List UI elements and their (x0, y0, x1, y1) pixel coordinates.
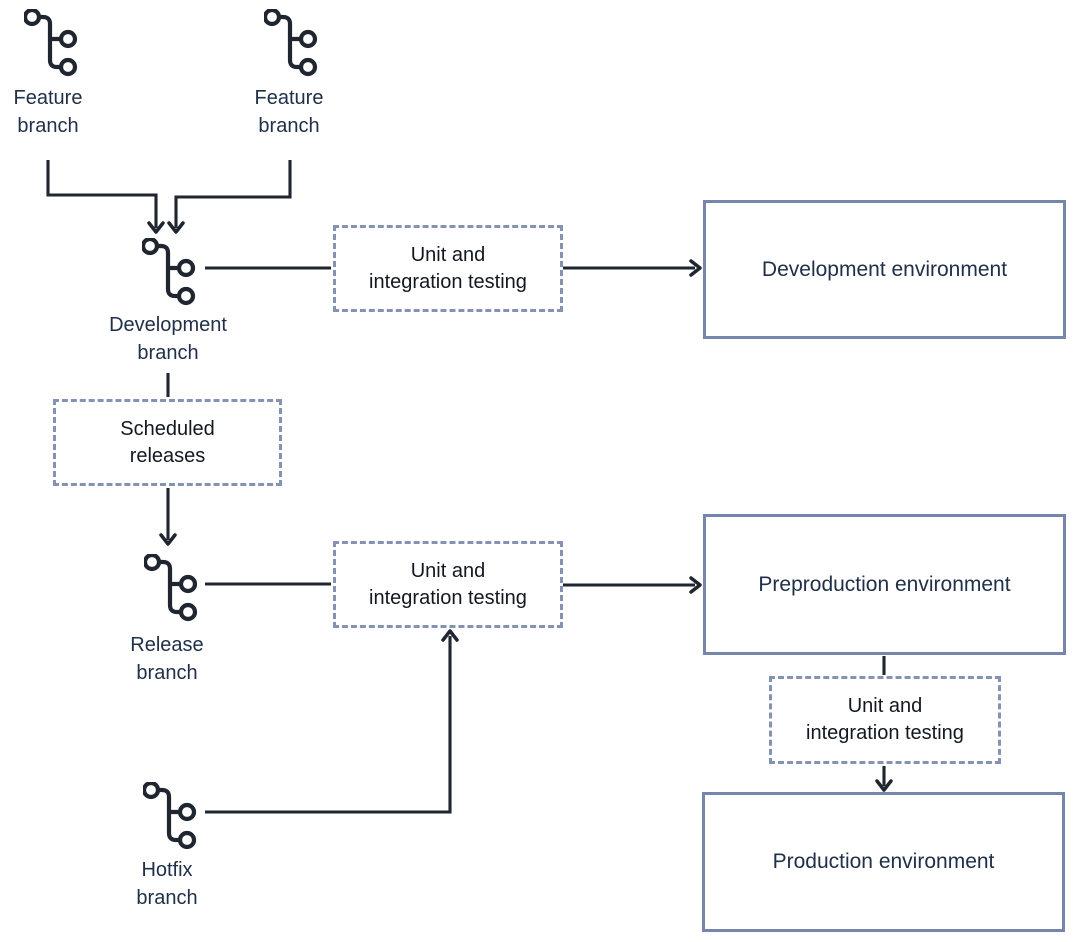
connector-feature-2-to-development (167, 160, 292, 234)
connector-feature-1-to-development (46, 160, 165, 234)
process-box-testing-development: Unit and integration testing (333, 225, 563, 312)
git-branch-icon (144, 554, 198, 622)
git-branch-icon (264, 9, 318, 77)
arrow-scheduled-releases-to-release (159, 488, 177, 546)
git-branch-icon (24, 9, 78, 77)
arrow-testing-to-development-env (563, 259, 702, 277)
git-branch-icon (143, 782, 197, 850)
git-branch-icon (142, 238, 196, 306)
environment-box-production: Production environment (702, 792, 1065, 932)
arrow-testing-to-preproduction-env (563, 576, 702, 594)
branch-label-development: Development branch (109, 314, 227, 364)
branch-label-release: Release branch (130, 634, 204, 684)
branch-label-hotfix: Hotfix branch (136, 859, 198, 909)
environment-box-development: Development environment (703, 200, 1066, 339)
branch-label-feature-2: Feature branch (254, 87, 324, 137)
branch-label-feature-1: Feature branch (13, 87, 83, 137)
process-box-testing-preproduction: Unit and integration testing (769, 676, 1001, 764)
environment-box-preproduction: Preproduction environment (703, 514, 1066, 655)
process-box-testing-release: Unit and integration testing (333, 541, 563, 628)
arrow-hotfix-to-testing (205, 629, 459, 814)
process-box-scheduled-releases: Scheduled releases (53, 399, 282, 486)
arrow-testing-to-production-env (875, 766, 893, 792)
